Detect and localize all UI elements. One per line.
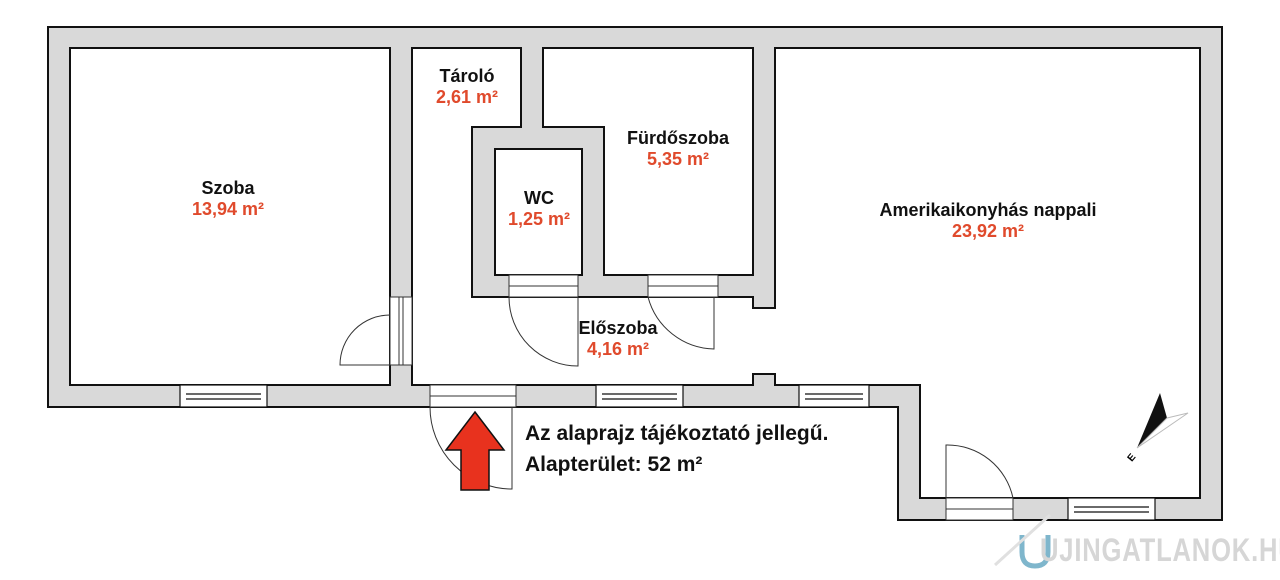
room-wc xyxy=(494,148,583,276)
room-area: 4,16 m² xyxy=(586,339,650,359)
room-eloszoba-nappali xyxy=(411,47,1201,499)
room-name: Tároló xyxy=(439,66,495,86)
room-label-szoba: Szoba 13,94 m² xyxy=(192,178,264,220)
room-area: 1,25 m² xyxy=(507,209,571,229)
room-label-nappali: Amerikaikonyhás nappali 23,92 m² xyxy=(879,200,1096,242)
room-szoba xyxy=(69,47,391,386)
room-area: 13,94 m² xyxy=(191,199,265,219)
room-label-tarolo: Tároló 2,61 m² xyxy=(436,66,498,108)
room-name: WC xyxy=(523,188,554,208)
disclaimer-note: Az alaprajz tájékoztató jellegű. Alapter… xyxy=(525,418,828,480)
logo-icon xyxy=(993,513,1052,569)
room-label-eloszoba: Előszoba 4,16 m² xyxy=(578,318,657,360)
room-name: Fürdőszoba xyxy=(627,128,729,148)
room-area: 23,92 m² xyxy=(951,221,1025,241)
room-name: Amerikaikonyhás nappali xyxy=(879,200,1097,220)
note-line-1: Az alaprajz tájékoztató jellegű. xyxy=(525,422,829,445)
room-name: Szoba xyxy=(201,178,255,198)
entrance-arrow-icon xyxy=(444,410,506,491)
compass-icon: E xyxy=(1126,393,1189,464)
room-area: 5,35 m² xyxy=(646,149,710,169)
room-area: 2,61 m² xyxy=(435,87,499,107)
room-name: Előszoba xyxy=(578,318,658,338)
brand-logo: UJINGATLANOK.HU xyxy=(1040,532,1280,568)
note-line-2: Alapterület: 52 m² xyxy=(525,453,703,476)
room-furdoszoba xyxy=(542,47,754,276)
windows xyxy=(179,384,1156,521)
room-label-furdoszoba: Fürdőszoba 5,35 m² xyxy=(627,128,729,170)
doors xyxy=(339,274,1014,521)
room-label-wc: WC 1,25 m² xyxy=(508,188,570,230)
